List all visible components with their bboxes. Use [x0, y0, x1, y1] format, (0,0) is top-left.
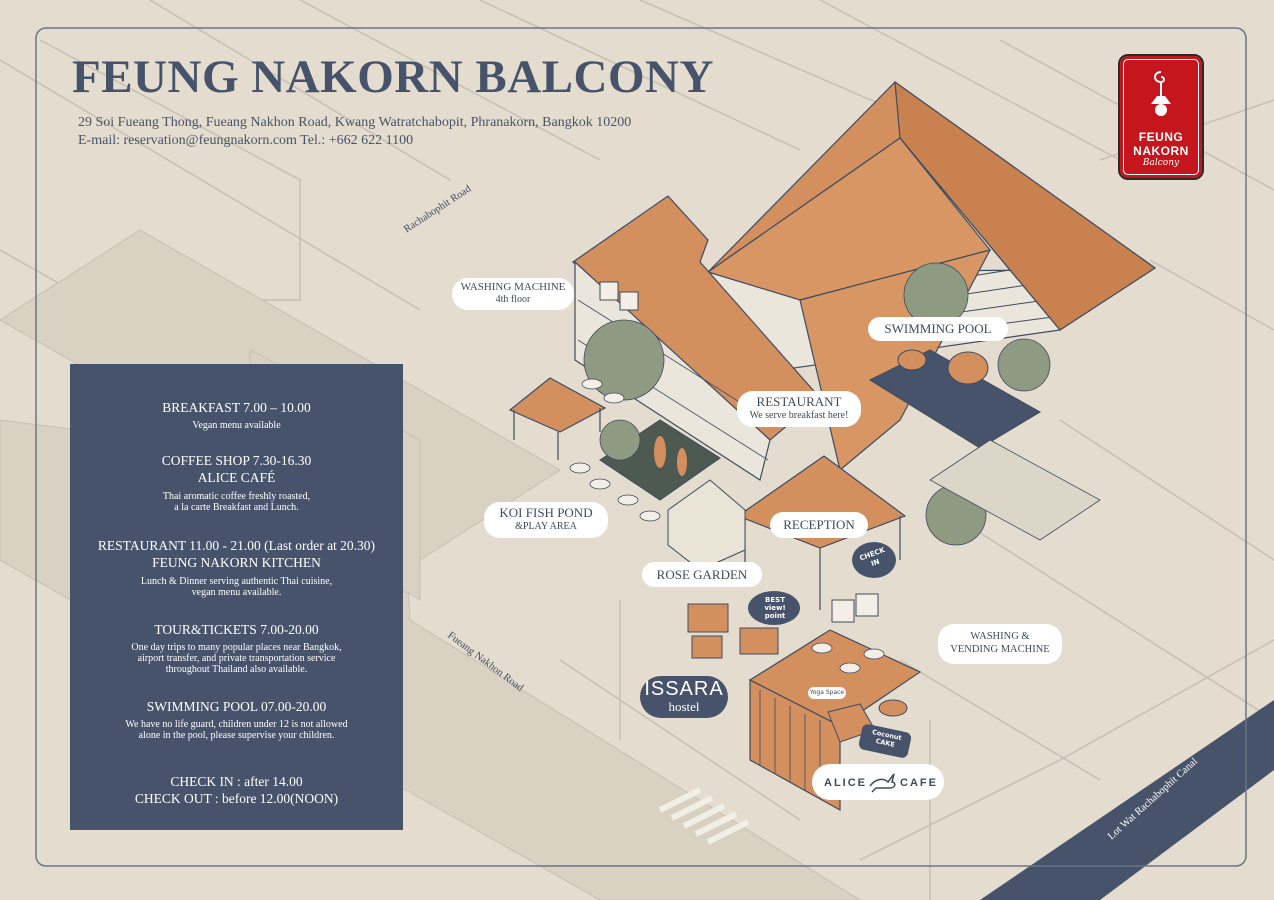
pool-note2: alone in the pool, please supervise your…	[138, 730, 335, 741]
rose-garden-label: ROSE GARDEN	[642, 562, 762, 587]
logo-line2: NAKORN	[1133, 144, 1189, 158]
best-view-line1: BEST	[765, 596, 785, 604]
rose-garden-title: ROSE GARDEN	[656, 567, 748, 582]
koi-pond-sub: &PLAY AREA	[515, 521, 577, 532]
washing-machine-sub: 4th floor	[495, 294, 531, 305]
restaurant-note1: Lunch & Dinner serving authentic Thai cu…	[140, 576, 333, 587]
koi-pond-title: KOI FISH POND	[499, 505, 593, 520]
restaurant-note2: vegan menu available.	[191, 587, 282, 598]
alice-cafe-left: ALICE	[824, 777, 867, 789]
koi-pond-label: KOI FISH POND &PLAY AREA	[484, 502, 608, 538]
pool-heading: SWIMMING POOL 07.00-20.00	[146, 699, 327, 714]
washing-vending-line2: VENDING MACHINE	[950, 644, 1050, 655]
washing-vending-line1: WASHING &	[970, 631, 1030, 642]
best-view-sign	[748, 591, 800, 625]
swimming-pool-label: SWIMMING POOL	[868, 317, 1008, 341]
logo-line3: Balcony	[1142, 158, 1180, 168]
info-panel: BREAKFAST 7.00 – 10.00 Vegan menu availa…	[70, 364, 403, 830]
tours-note3: throughout Thailand also available.	[165, 664, 308, 675]
address-line: 29 Soi Fueang Thong, Fueang Nakhon Road,…	[78, 115, 632, 130]
coffee-shop-note2: a la carte Breakfast and Lunch.	[174, 502, 299, 513]
hotel-logo: FEUNG NAKORN Balcony	[1118, 54, 1204, 180]
coffee-shop-note1: Thai aromatic coffee freshly roasted,	[162, 491, 311, 502]
rabbit-icon	[869, 773, 896, 793]
restaurant-heading: RESTAURANT 11.00 - 21.00 (Last order at …	[97, 538, 376, 553]
breakfast-heading: BREAKFAST 7.00 – 10.00	[162, 400, 311, 415]
gazebo-roof	[508, 377, 607, 433]
check-out-time: CHECK OUT : before 12.00(NOON)	[134, 791, 339, 806]
tours-heading: TOUR&TICKETS 7.00-20.00	[154, 622, 319, 637]
washing-machine-label: WASHING MACHINE 4th floor	[452, 278, 574, 310]
contact-line: E-mail: reservation@feungnakorn.com Tel.…	[78, 133, 414, 148]
issara-name: ISSARA	[644, 678, 724, 700]
restaurant-name: FEUNG NAKORN KITCHEN	[152, 555, 321, 570]
breakfast-note: Vegan menu available	[192, 420, 281, 431]
best-view-line3: point	[764, 612, 786, 620]
crosswalk	[658, 787, 750, 845]
issara-hostel-badge: ISSARA hostel	[640, 676, 728, 718]
issara-sub: hostel	[668, 699, 700, 714]
swimming-pool-title: SWIMMING POOL	[884, 321, 992, 336]
hotel-title: FEUNG NAKORN BALCONY	[72, 51, 714, 103]
alice-cafe-right: CAFE	[900, 777, 938, 789]
coconut-cake-sign	[858, 724, 912, 758]
best-view-text: BEST view! point	[756, 596, 794, 620]
restaurant-title: RESTAURANT	[756, 394, 842, 409]
restaurant-sub: We serve breakfast here!	[749, 410, 849, 421]
coffee-shop-heading: COFFEE SHOP 7.30-16.30	[161, 453, 312, 468]
alice-cafe-badge: ALICE CAFE	[812, 764, 944, 800]
coffee-shop-name: ALICE CAFÉ	[197, 470, 276, 485]
check-in-sign	[852, 542, 896, 578]
greenhouse	[667, 479, 746, 571]
reception-title: RECEPTION	[783, 517, 855, 532]
washing-machine-title: WASHING MACHINE	[460, 281, 566, 293]
reception-label: RECEPTION	[770, 512, 868, 538]
lantern-icon	[1151, 71, 1171, 116]
best-view-line2: view!	[764, 604, 786, 612]
check-in-time: CHECK IN : after 14.00	[170, 774, 303, 789]
washing-vending-label: WASHING & VENDING MACHINE	[938, 624, 1062, 664]
map-border	[35, 27, 1247, 867]
tours-note1: One day trips to many popular places nea…	[131, 642, 342, 653]
pool-note1: We have no life guard, children under 12…	[125, 719, 348, 730]
trees	[583, 262, 1051, 546]
yoga-space-label: Yoga Space	[808, 687, 846, 699]
restaurant-label: RESTAURANT We serve breakfast here!	[737, 391, 861, 427]
tours-note2: airport transfer, and private transporta…	[137, 653, 336, 664]
canal	[980, 700, 1274, 900]
logo-line1: FEUNG	[1138, 130, 1184, 144]
